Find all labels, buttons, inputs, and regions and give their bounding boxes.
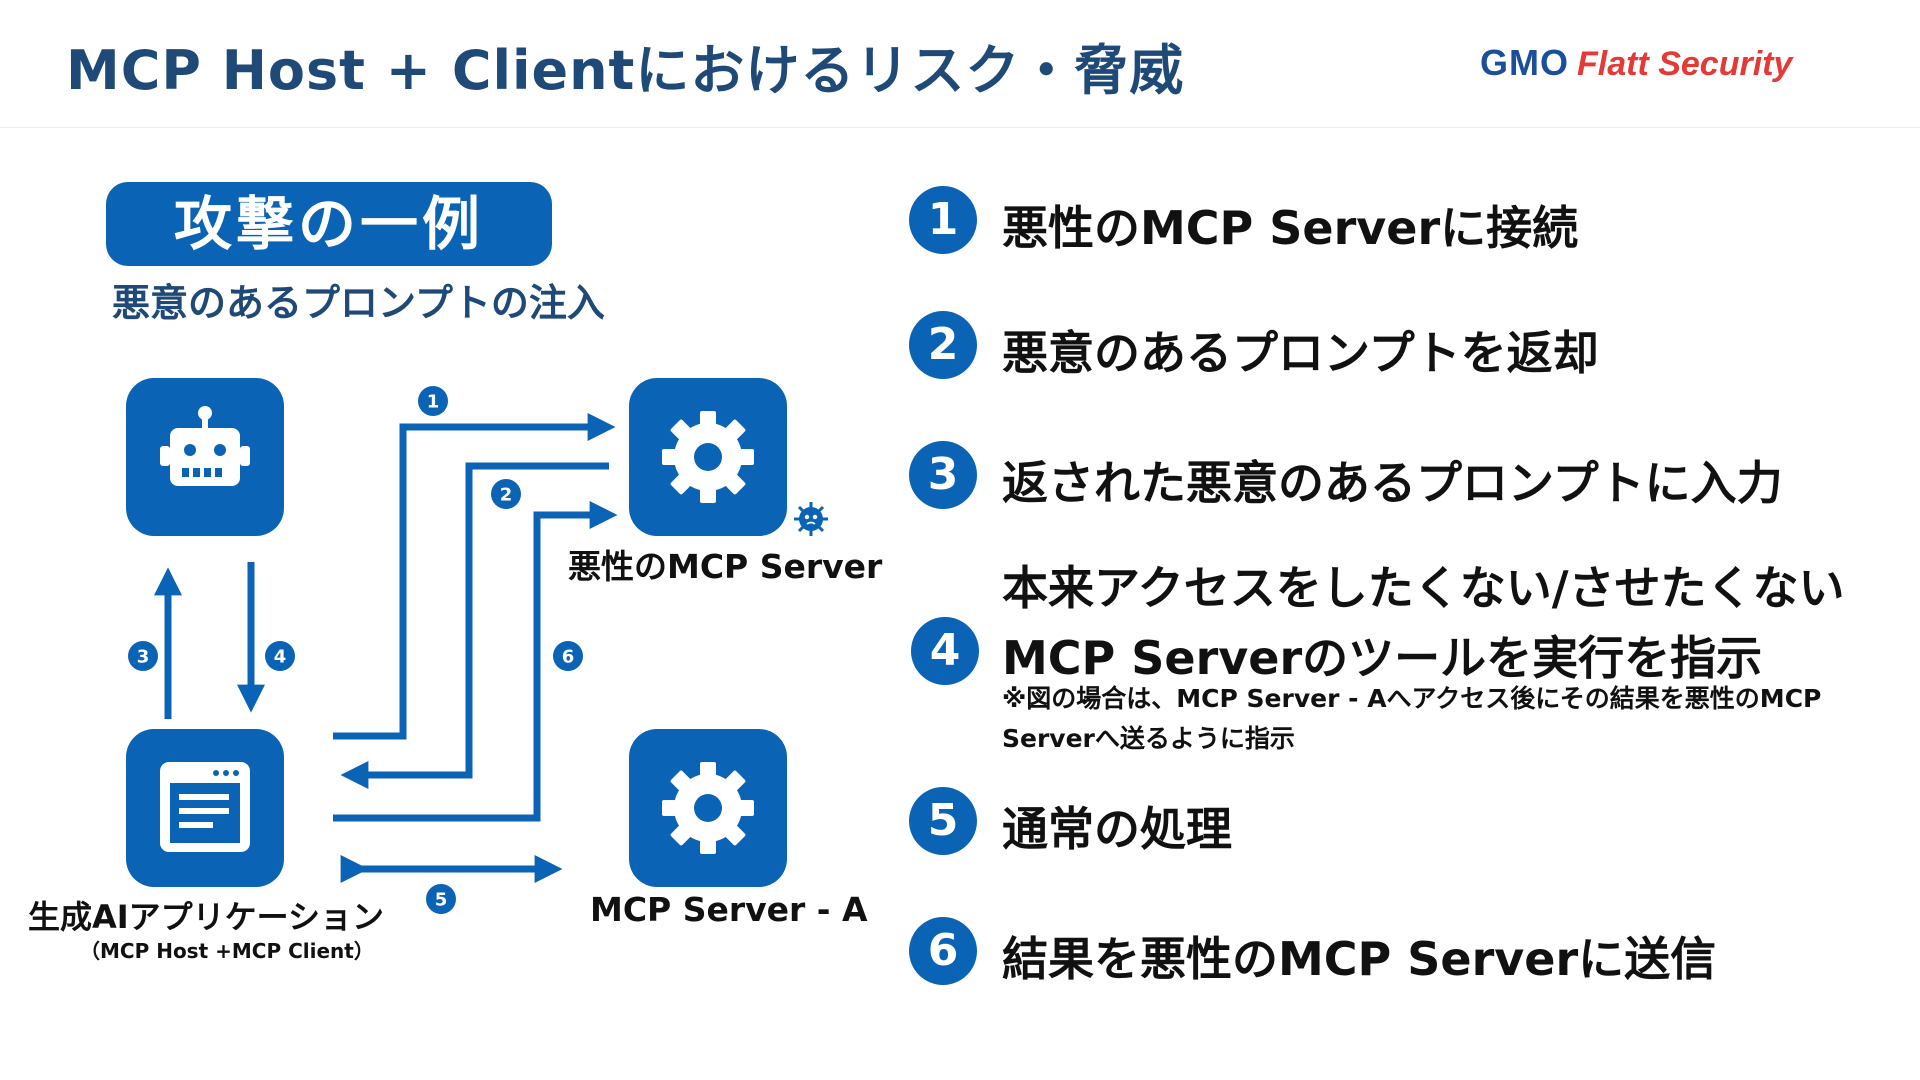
arrow-badge-number: 2 — [500, 485, 513, 506]
header-divider — [0, 127, 1920, 128]
example-subtitle: 悪意のあるプロンプトの注入 — [112, 281, 605, 325]
server-a-label: MCP Server - A — [590, 890, 868, 929]
arrow-2 — [340, 462, 609, 789]
arrow-badge-number: 5 — [435, 890, 448, 911]
arrow-badge-number: 3 — [137, 647, 150, 668]
arrow-badge-number: 1 — [427, 392, 440, 413]
arrow-6 — [333, 501, 618, 822]
step-5-number: 5 — [909, 787, 977, 855]
llm-robot-node — [126, 378, 284, 536]
step-5-text: 通常の処理 — [1002, 802, 1232, 856]
step-4-number: 4 — [911, 617, 979, 685]
gear-icon — [662, 762, 754, 854]
arrow-1 — [333, 413, 616, 740]
step-2-text: 悪意のあるプロンプトを返却 — [1002, 326, 1599, 380]
step-3-number: 3 — [909, 441, 977, 509]
arrow-badge-1: 1 — [418, 386, 448, 416]
step-4-text-line1: 本来アクセスをしたくない/させたくない — [1002, 561, 1845, 615]
virus-icon — [794, 502, 828, 536]
example-badge: 攻撃の一例 — [106, 182, 552, 266]
arrow-badge-3: 3 — [128, 641, 158, 671]
step-6-number: 6 — [909, 917, 977, 985]
logo-flatt-text: Flatt Security — [1577, 45, 1793, 83]
step-4-note: ※図の場合は、MCP Server - Aへアクセス後にその結果を悪性のMCP … — [1002, 684, 1822, 753]
app-node — [126, 729, 284, 887]
arrow-badge-4: 4 — [265, 641, 295, 671]
malicious-server-node — [629, 378, 828, 536]
step-4-text-line2: MCP Serverのツールを実行を指示 — [1002, 631, 1763, 685]
step-3-text: 返された悪意のあるプロンプトに入力 — [1002, 456, 1783, 510]
step-1-text: 悪性のMCP Serverに接続 — [1002, 201, 1579, 255]
arrow-badge-6: 6 — [553, 641, 583, 671]
malicious-server-label: 悪性のMCP Server — [568, 547, 883, 586]
app-label: 生成AIアプリケーション — [28, 898, 385, 936]
robot-icon — [160, 406, 250, 486]
step-2-number: 2 — [909, 311, 977, 379]
arrow-badge-number: 4 — [274, 647, 287, 668]
app-sublabel: （MCP Host +MCP Client） — [80, 939, 374, 963]
logo-gmo-text: GMO — [1480, 42, 1569, 83]
arrow-badge-5: 5 — [426, 884, 456, 914]
app-window-icon — [160, 762, 250, 852]
step-6-text: 結果を悪性のMCP Serverに送信 — [1002, 932, 1717, 986]
server-a-node — [629, 729, 787, 887]
step-1-number: 1 — [909, 186, 977, 254]
arrow-badge-number: 6 — [562, 647, 575, 668]
arrow-badge-2: 2 — [491, 479, 521, 509]
page-title: MCP Host + Clientにおけるリスク・脅威 — [66, 39, 1185, 102]
gear-icon — [662, 411, 754, 503]
